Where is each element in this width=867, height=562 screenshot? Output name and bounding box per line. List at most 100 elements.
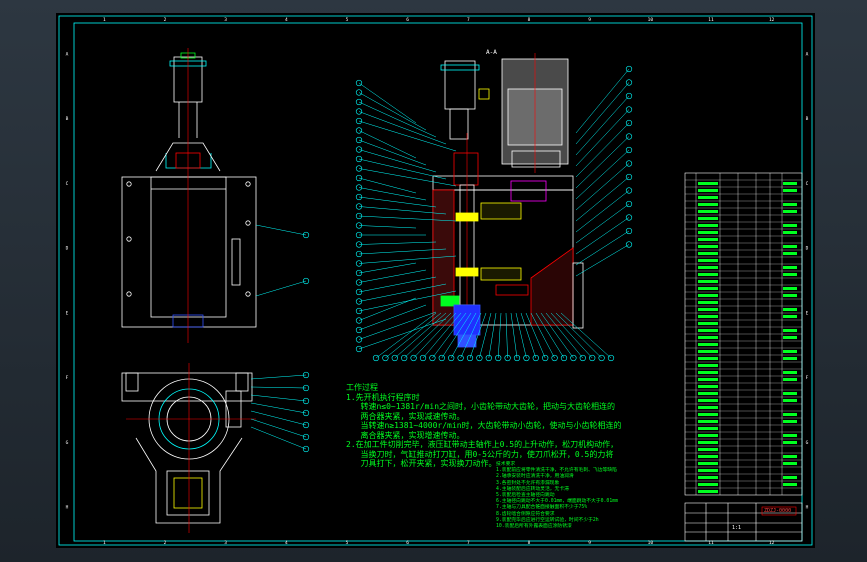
part-balloon (438, 354, 445, 362)
table-cell-mark (783, 483, 797, 486)
table-cell-mark (698, 231, 718, 234)
border-number: 7 (467, 17, 470, 23)
part-balloon (355, 165, 363, 172)
leader-line (545, 312, 583, 359)
leader-line (358, 276, 437, 293)
table-cell-mark (783, 252, 797, 255)
border-letter: D (66, 246, 69, 252)
table-cell-mark (698, 483, 718, 486)
leader-line (358, 111, 447, 145)
leader-line (525, 312, 546, 359)
leader-line (358, 318, 447, 350)
part-balloon (570, 354, 577, 362)
leader-line (358, 262, 417, 274)
technical-requirements: 技术要求 1.装配前应将零件清洗干净，不允许有毛刺、飞边等缺陷 2.轴承安装时应… (496, 462, 618, 530)
part-balloon (355, 269, 363, 277)
leader-line (358, 120, 457, 152)
part-balloon (355, 108, 363, 115)
border-number: 10 (648, 540, 654, 546)
table-cell-mark (783, 462, 797, 465)
leader-line (358, 269, 427, 283)
border-number: 7 (467, 540, 470, 546)
part-balloon (355, 203, 363, 210)
table-cell-mark (783, 273, 797, 276)
border-number: 1 (103, 540, 106, 546)
leader-line (250, 374, 307, 380)
leader-line (575, 95, 630, 156)
leader-line (413, 312, 457, 359)
border-number: 1 (103, 17, 106, 23)
table-cell-mark (783, 231, 797, 234)
part-balloon (542, 354, 549, 362)
table-cell-mark (698, 182, 718, 185)
table-cell-mark (783, 441, 797, 444)
table-cell-mark (698, 238, 718, 241)
note-line: 1.先开机执行程序时 (346, 392, 420, 402)
table-cell-mark (783, 378, 797, 381)
part-balloon (355, 98, 363, 106)
table-cell-mark (698, 329, 718, 332)
top-view (121, 363, 256, 533)
leader-line (358, 215, 457, 222)
part-balloon (355, 231, 363, 239)
leader-line (575, 82, 630, 145)
part-balloon (625, 173, 633, 181)
table-cell-mark (698, 294, 718, 297)
part-balloon (302, 277, 310, 285)
part-balloon (355, 326, 363, 334)
leader-line (255, 280, 307, 297)
border-letter: C (66, 181, 69, 187)
part-balloon (355, 79, 363, 87)
part-balloon (625, 106, 633, 113)
part-balloon (355, 307, 363, 315)
leader-line (358, 139, 427, 166)
table-cell-mark (698, 210, 718, 213)
part-balloon (551, 354, 558, 362)
part-balloon (355, 317, 363, 324)
note-line: 两合器夹紧，实现减速传动。 (360, 411, 465, 421)
border-letter: F (66, 375, 69, 381)
border-letter: A (806, 51, 809, 57)
table-cell-mark (783, 294, 797, 297)
table-cell-mark (698, 371, 718, 374)
border-letter: A (66, 51, 69, 57)
leader-line (505, 312, 508, 359)
leader-line (358, 255, 457, 264)
border-letter: B (806, 116, 809, 122)
table-cell-mark (783, 455, 797, 458)
part-balloon (429, 354, 436, 362)
table-cell-mark (698, 490, 718, 493)
leader-line (358, 311, 437, 340)
border-letter: C (806, 181, 809, 187)
part-balloon (476, 354, 483, 362)
table-cell-mark (698, 476, 718, 479)
leader-line (575, 149, 630, 200)
table-cell-mark (783, 420, 797, 423)
table-cell-mark (698, 266, 718, 269)
leader-line (358, 158, 447, 180)
border-number: 6 (406, 540, 409, 546)
leader-line (404, 312, 452, 359)
leader-line (479, 312, 492, 359)
table-cell-mark (698, 420, 718, 423)
note-line: 8.齿轮啮合侧隙应符合要求 (496, 511, 555, 517)
part-balloon (302, 231, 310, 239)
part-balloon (625, 133, 633, 140)
part-balloon (625, 214, 633, 221)
leader-line (575, 163, 630, 211)
note-line: 转速n≤0~1381r/min之间时，小齿轮带动大齿轮，把动与大齿轮相连的 (360, 402, 616, 411)
border-number: 8 (528, 17, 531, 23)
part-balloon (302, 445, 310, 453)
leader-line (488, 312, 497, 359)
table-cell-mark (698, 406, 718, 409)
leader-line (575, 68, 630, 134)
part-balloon (625, 187, 633, 194)
part-balloon (401, 354, 408, 362)
part-balloon (410, 354, 417, 362)
leader-line (358, 297, 417, 321)
table-cell-mark (783, 476, 797, 479)
part-balloon (355, 241, 363, 248)
